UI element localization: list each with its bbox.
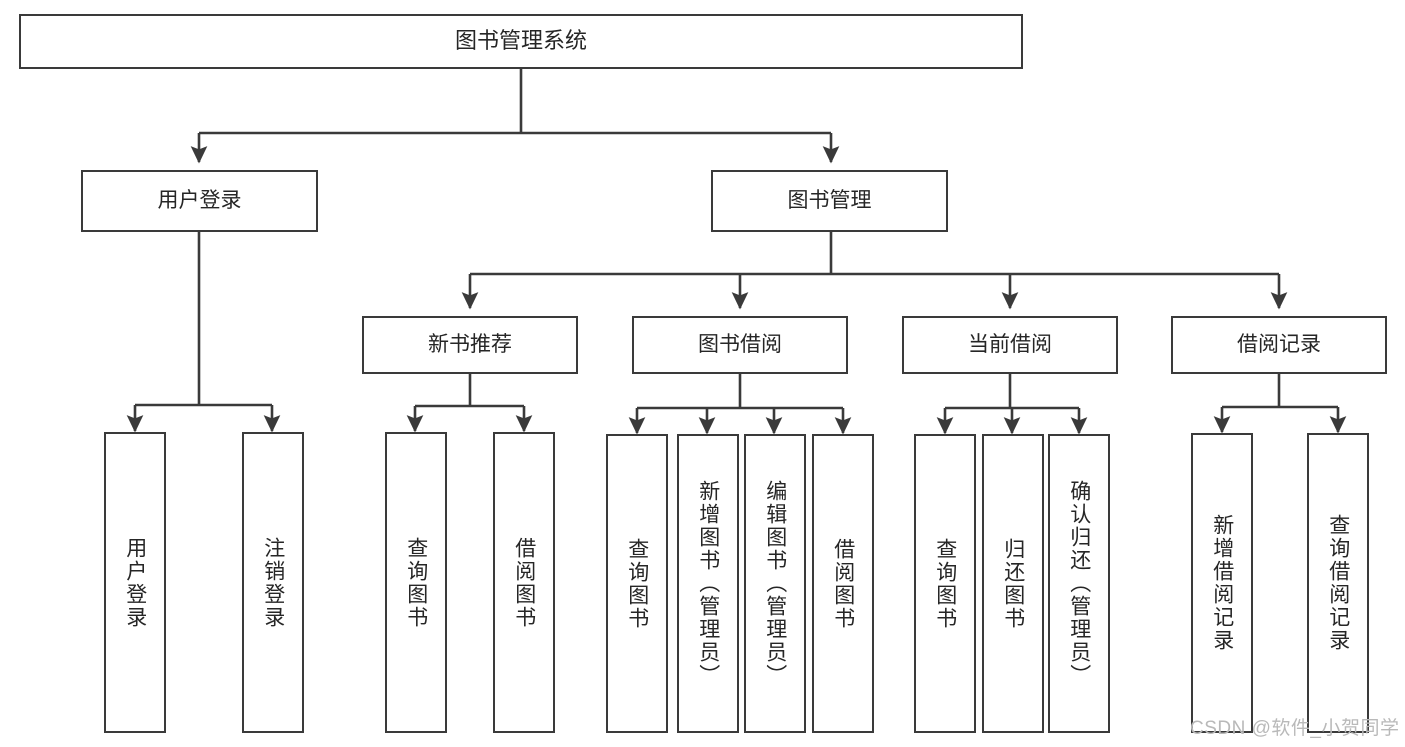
leaf-add-record[interactable]: 新增借阅记录 [1191, 433, 1253, 733]
leaf-query-record[interactable]: 查询借阅记录 [1307, 433, 1369, 733]
leaf-user-login-label: 用户登录 [123, 536, 147, 629]
leaf-edit-book-label: 编辑图书（管理员） [763, 480, 787, 687]
node-book-management[interactable]: 图书管理 [711, 170, 948, 232]
leaf-confirm-return-label: 确认归还（管理员） [1067, 480, 1091, 687]
leaf-add-record-label: 新增借阅记录 [1210, 514, 1234, 652]
node-root[interactable]: 图书管理系统 [19, 14, 1023, 69]
leaf-user-logout-label: 注销登录 [261, 536, 285, 629]
leaf-query-book-3-label: 查询图书 [933, 537, 957, 630]
leaf-borrow-book-2[interactable]: 借阅图书 [812, 434, 874, 733]
node-book-management-label: 图书管理 [787, 189, 872, 213]
csdn-watermark: CSDN @软件_小贺同学 [1190, 713, 1399, 740]
node-user-login-label: 用户登录 [157, 189, 242, 213]
node-borrow-record-label: 借阅记录 [1237, 333, 1321, 357]
leaf-borrow-book-1[interactable]: 借阅图书 [493, 432, 555, 733]
leaf-return-book-label: 归还图书 [1001, 537, 1025, 630]
node-book-borrow-label: 图书借阅 [698, 333, 782, 357]
leaf-query-book-3[interactable]: 查询图书 [914, 434, 976, 733]
csdn-watermark-text: CSDN @软件_小贺同学 [1190, 718, 1400, 739]
leaf-query-book-2-label: 查询图书 [625, 537, 649, 630]
node-borrow-record[interactable]: 借阅记录 [1171, 316, 1387, 374]
leaf-confirm-return[interactable]: 确认归还（管理员） [1048, 434, 1110, 733]
leaf-borrow-book-1-label: 借阅图书 [512, 536, 536, 629]
leaf-query-book-2[interactable]: 查询图书 [606, 434, 668, 733]
leaf-edit-book[interactable]: 编辑图书（管理员） [744, 434, 806, 733]
leaf-return-book[interactable]: 归还图书 [982, 434, 1044, 733]
leaf-add-book-label: 新增图书（管理员） [696, 480, 720, 687]
node-current-borrow-label: 当前借阅 [968, 333, 1052, 357]
node-book-borrow[interactable]: 图书借阅 [632, 316, 848, 374]
node-root-label: 图书管理系统 [454, 28, 587, 54]
leaf-borrow-book-2-label: 借阅图书 [831, 537, 855, 630]
node-new-book-recommend-label: 新书推荐 [428, 333, 512, 357]
leaf-query-book-1-label: 查询图书 [404, 536, 428, 629]
node-new-book-recommend[interactable]: 新书推荐 [362, 316, 578, 374]
node-current-borrow[interactable]: 当前借阅 [902, 316, 1118, 374]
leaf-user-logout[interactable]: 注销登录 [242, 432, 304, 733]
leaf-query-record-label: 查询借阅记录 [1326, 514, 1350, 652]
leaf-query-book-1[interactable]: 查询图书 [385, 432, 447, 733]
leaf-add-book[interactable]: 新增图书（管理员） [677, 434, 739, 733]
node-user-login[interactable]: 用户登录 [81, 170, 318, 232]
leaf-user-login[interactable]: 用户登录 [104, 432, 166, 733]
